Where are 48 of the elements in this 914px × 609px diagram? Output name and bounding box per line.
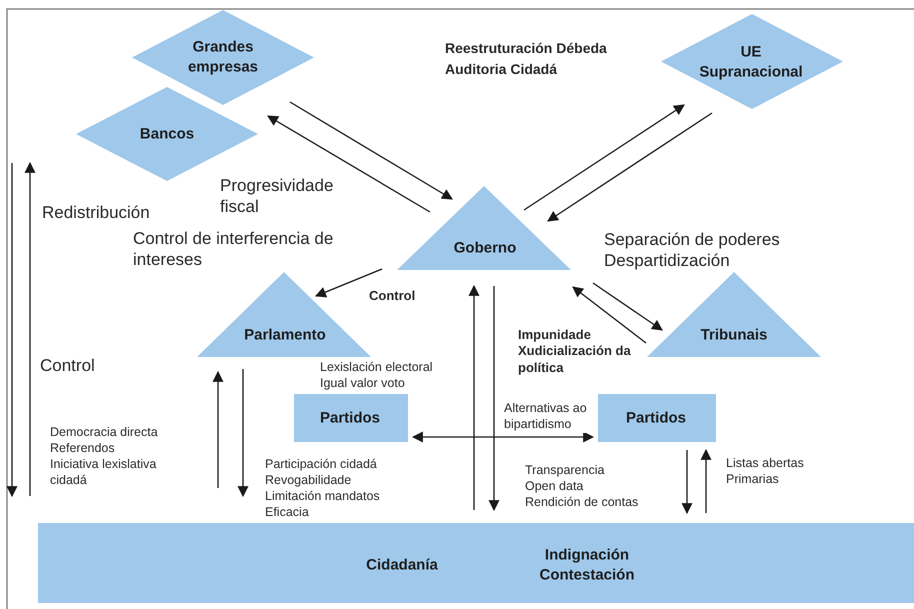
node-label: Grandes empresas xyxy=(186,38,260,76)
annotation-text: Reestruturación Débeda xyxy=(445,40,607,57)
annotation-text: Rendición de contas xyxy=(525,494,638,510)
annotation-text: Limitación mandatos xyxy=(265,488,380,504)
annotation-text: Impunidade xyxy=(518,326,591,343)
annotation-text: Listas abertas xyxy=(726,455,804,471)
annotation-text: Open data xyxy=(525,478,584,494)
node-label: Indignación Contestación xyxy=(538,546,636,584)
annotation-text: Lexislación electoral xyxy=(320,359,433,375)
node-label: Goberno xyxy=(452,238,518,258)
annotation-text: Democracia directa xyxy=(50,424,158,440)
arrow xyxy=(267,115,430,213)
arrow xyxy=(238,369,248,498)
annotation-text: Control de interferencia de intereses xyxy=(133,228,334,270)
annotation-text: Auditoria Cidadá xyxy=(445,61,558,78)
arrow xyxy=(592,282,663,331)
arrow xyxy=(547,112,712,222)
node-label: Cidadanía xyxy=(365,555,439,575)
node-label: Bancos xyxy=(138,124,196,144)
arrow xyxy=(488,286,500,512)
annotation-text: Control xyxy=(40,355,95,376)
arrow xyxy=(314,268,382,298)
annotation-text: Revogabilidade xyxy=(265,472,352,488)
node-label: UE Supranacional xyxy=(698,42,804,82)
annotation-text: Xudicialización da política xyxy=(518,342,632,376)
annotation-text: Transparencia xyxy=(525,462,604,478)
node-label: Parlamento xyxy=(243,325,327,345)
annotation-text: Despartidización xyxy=(604,250,730,271)
node-label: Tribunais xyxy=(700,325,768,345)
arrow xyxy=(468,284,480,510)
node-label: Partidos xyxy=(624,408,687,428)
node-label: Partidos xyxy=(318,408,381,428)
arrow xyxy=(682,450,692,514)
annotation-text: Igual valor voto xyxy=(320,375,405,391)
arrow xyxy=(212,370,224,488)
annotation-text: Primarias xyxy=(726,471,779,487)
arrow xyxy=(700,448,712,513)
annotation-text: Referendos xyxy=(50,440,115,456)
annotation-text: Separación de poderes xyxy=(604,229,780,250)
annotation-text: Progresividade fiscal xyxy=(220,175,334,217)
arrow xyxy=(524,104,685,211)
annotation-text: Participación cidadá xyxy=(265,456,377,472)
annotation-text: Redistribución xyxy=(42,202,150,223)
annotation-text: Eficacia xyxy=(265,504,309,520)
annotation-text: Iniciativa lexislativa cidadá xyxy=(50,456,158,488)
arrow xyxy=(572,286,646,344)
arrow xyxy=(290,101,453,200)
arrow xyxy=(412,432,594,442)
